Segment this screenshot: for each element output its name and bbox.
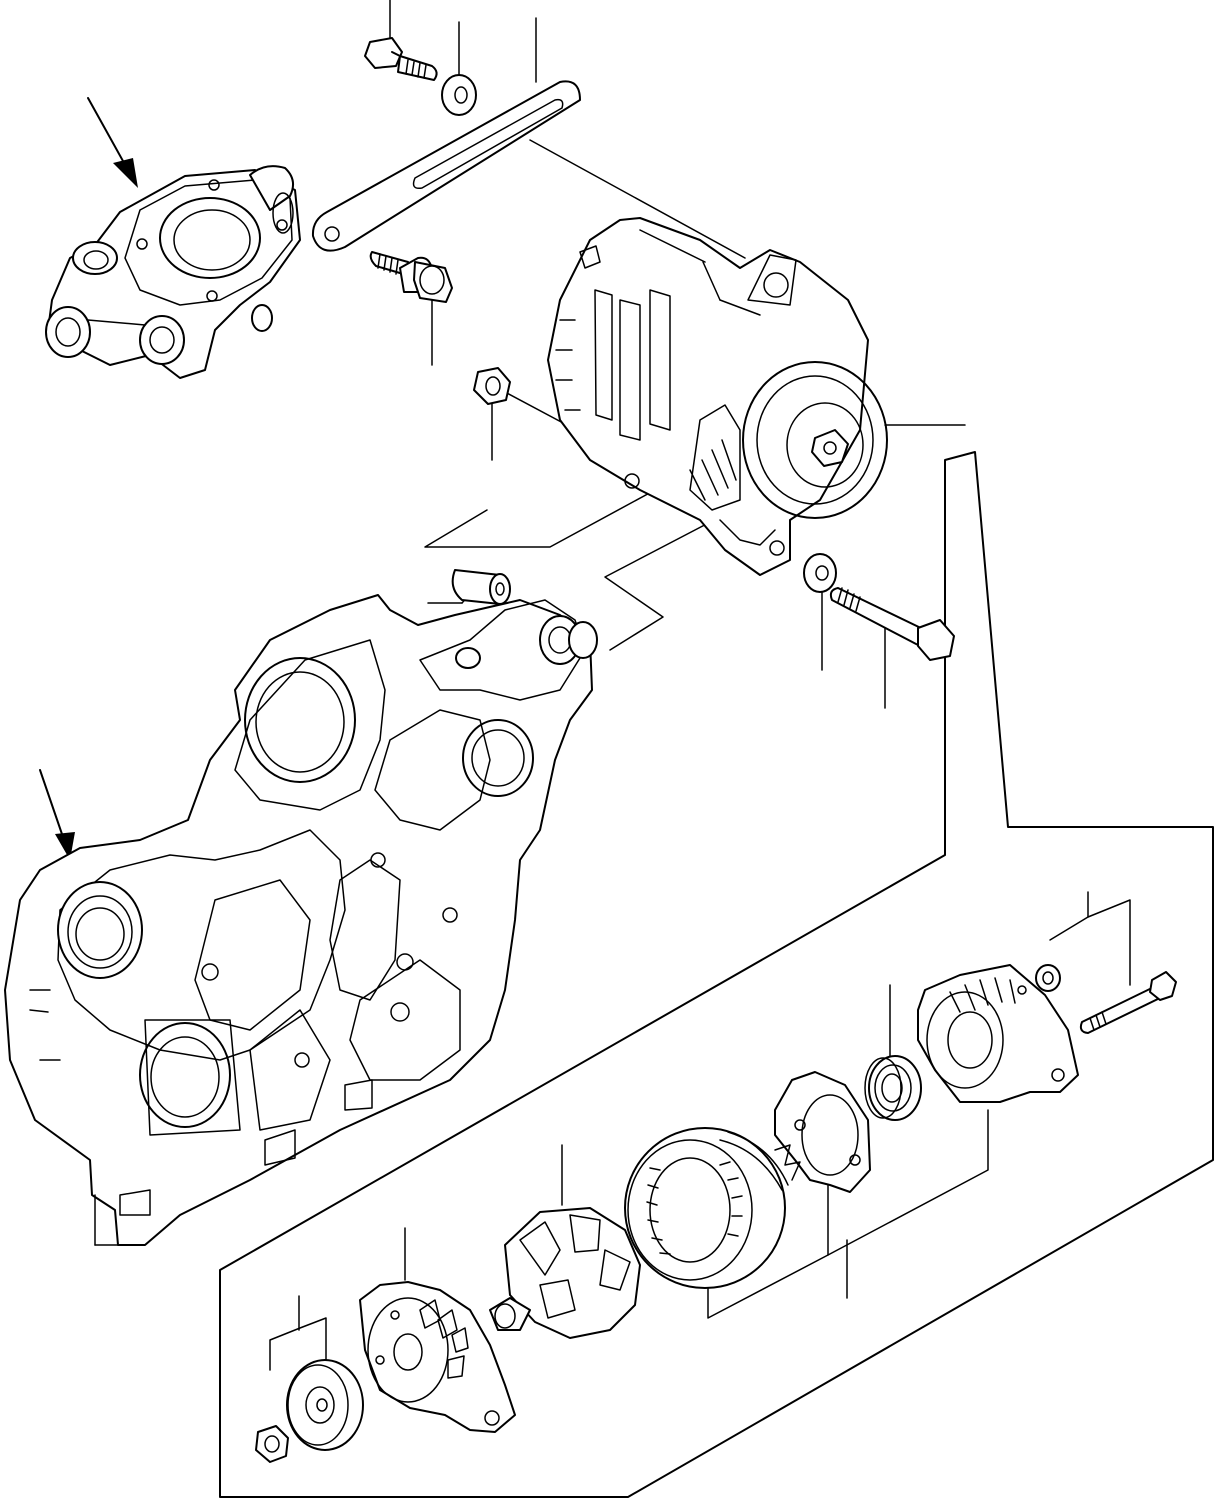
through-bolt-nut <box>1035 964 1061 992</box>
washer-top <box>441 74 477 116</box>
rectifier <box>774 1071 871 1193</box>
rear-frame <box>917 964 1079 1103</box>
leader-bracket-pulley-nut <box>269 1317 327 1371</box>
nut <box>473 367 511 405</box>
front-frame <box>359 1281 516 1433</box>
thermostat-housing <box>45 97 301 379</box>
enclosure-outline <box>219 451 1214 1498</box>
pulley-nut <box>255 1425 289 1463</box>
spacer <box>451 569 511 605</box>
alternator-assembly <box>547 217 888 576</box>
leader-bracket-ffix-right <box>1087 899 1131 986</box>
rotor <box>489 1207 641 1339</box>
timing-gear-case <box>4 594 598 1246</box>
leader-bracket-ffix <box>1049 891 1089 941</box>
callout-leader-lines <box>269 0 1131 1371</box>
through-bolt <box>1079 971 1177 1034</box>
adjusting-bar <box>311 80 581 252</box>
leader-line-bar-to-alternator <box>529 139 746 259</box>
leader-bracket-mount-right <box>604 517 719 651</box>
mount-washer <box>803 553 837 593</box>
pulley <box>286 1359 364 1451</box>
leader-bracket-mount-left <box>424 489 656 548</box>
pivot-bolt <box>369 251 453 303</box>
flange-bolt-top <box>364 37 438 81</box>
stator <box>624 1127 789 1289</box>
long-bolt <box>829 587 955 661</box>
bearing <box>864 1055 922 1121</box>
exploded-view-enclosure <box>219 451 1214 1498</box>
